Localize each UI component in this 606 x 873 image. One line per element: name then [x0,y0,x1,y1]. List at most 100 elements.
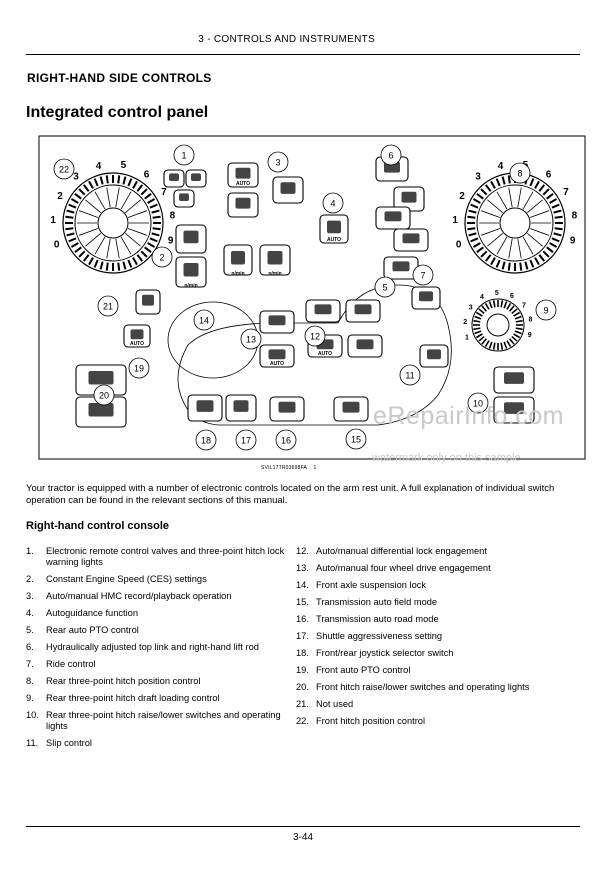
dial-knurl [475,311,483,317]
dial-rib [120,236,132,255]
legend-item-text: Ride control [46,659,96,669]
legend-item-number: 8. [26,676,34,686]
legend-item: 14.Front axle suspension lock [296,580,586,591]
dial-scale-number: 0 [54,240,60,251]
dial-knurl [70,198,79,204]
page-title: Integrated control panel [26,104,209,121]
dial-scale-number: 8 [170,211,176,222]
callout-8: 8 [509,162,531,184]
dial-rib [94,236,106,255]
legend-item-number: 2. [26,574,34,584]
dial-knurl [99,176,104,185]
dial-knurl [470,203,479,209]
callout-circle [322,192,344,214]
control-button: AUTO [259,344,295,368]
callout-circle [380,144,402,166]
legend-item-text: Front hitch position control [316,716,426,726]
callout-number: 19 [134,364,144,374]
button-glyph [179,193,189,202]
callout-circle [173,144,195,166]
callout-number: 21 [103,302,113,312]
legend-item-number: 21. [296,699,309,709]
dial-rib [526,199,543,214]
dial-knurl [515,327,523,331]
control-button [411,286,441,310]
legend-item: 9.Rear three-point hitch draft loading c… [26,693,288,704]
button-glyph [169,173,179,182]
dial-knurl [542,250,550,258]
callout-19: 19 [128,357,150,379]
control-button [135,289,161,315]
control-button [175,256,207,288]
dial-rib [529,210,549,218]
dial-scale-number: 1 [465,334,469,341]
callout-circle [195,429,217,451]
dial-scale-number: 6 [144,169,150,180]
dial-knurl [105,262,109,271]
dial-knurl [82,184,90,192]
button-glyph [235,167,251,179]
dial-knurl [514,330,522,335]
dial-knurl [492,342,496,350]
watermark-note: watermark only on this sample [372,452,521,464]
auto-label: AUTO [318,351,332,357]
dial-knurl [508,305,515,312]
legend-item: 20.Front hitch raise/lower switches and … [296,682,586,693]
control-button [75,364,127,396]
callout-circle [509,162,531,184]
callout-circle [535,299,557,321]
legend-item-number: 14. [296,580,309,590]
control-button [259,310,295,334]
dial-knurl [472,198,481,204]
dial-knurl [538,254,546,262]
dial-scale-number: 9 [570,236,576,247]
button-glyph [88,371,114,385]
legend-item: 15.Transmission auto field mode [296,597,586,608]
dial-knurl [511,308,518,315]
callout-number: 16 [281,436,291,446]
callout-15: 15 [345,428,367,450]
button-glyph [427,349,441,360]
dial-scale-number: 1 [452,215,458,226]
dial-rib [85,199,102,214]
button-glyph [342,401,360,413]
dial-scale-number: 5 [495,290,499,297]
dial-knurl [70,242,79,248]
callout-circle [193,309,215,331]
legend-item: 2.Constant Engine Speed (CES) settings [26,574,288,585]
legend-item-text: Rear three-point hitch draft loading con… [46,693,220,703]
legend-list-left: 1.Electronic remote control valves and t… [26,546,288,755]
dial-knurl [506,340,512,348]
control-button [173,189,195,208]
dial-knurl [511,335,518,342]
legend-item-number: 16. [296,614,309,624]
dial-knurl [472,242,481,248]
dial-scale-number: 7 [161,187,167,198]
callout-11: 11 [399,364,421,386]
dial-scale-number: 9 [168,236,174,247]
dial-rib [508,187,513,208]
dial-knurl [507,175,511,184]
legend-item: 4.Autoguidance function [26,608,288,619]
dial-knurl [65,227,74,231]
legend-item: 5.Rear auto PTO control [26,625,288,636]
legend-list-right: 12.Auto/manual differential lock engagem… [296,546,586,733]
legend-item: 10.Rear three-point hitch raise/lower sw… [26,710,288,732]
dial-rib [115,187,120,208]
figure-id: SVIL17TR03698FA 1 [261,465,317,471]
control-button [333,396,369,422]
legend-item-text: Front/rear joystick selector switch [316,648,454,658]
callout-number: 10 [473,399,483,409]
callout-21: 21 [97,295,119,317]
button-glyph [278,401,296,413]
dial-knurl [478,335,485,342]
callout-20: 20 [93,384,115,406]
dial-knurl [508,338,515,345]
dial-knurl [495,178,501,187]
dial-knurl [519,262,523,271]
control-button [393,186,425,212]
dial-knurl [147,242,156,248]
dial-knurl [82,254,90,262]
callout-16: 16 [275,429,297,451]
header-rule [26,54,580,55]
